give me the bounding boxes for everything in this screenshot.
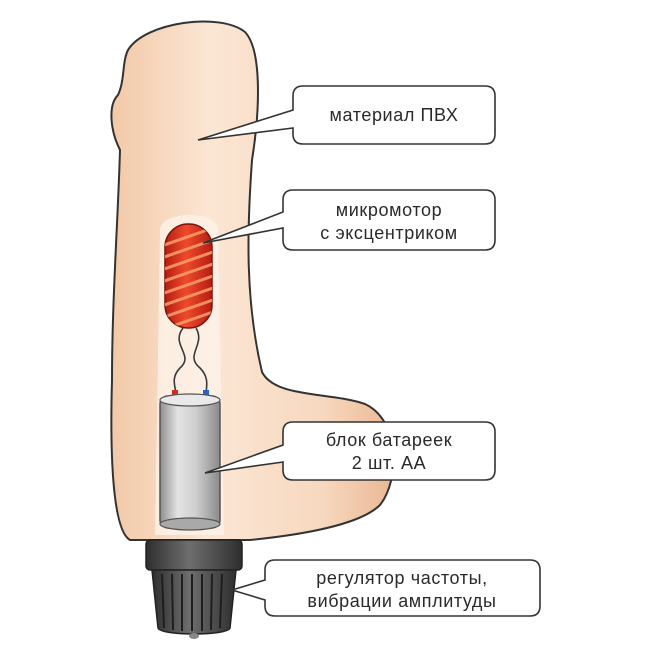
callout-battery-line-1: блок батареек	[326, 430, 452, 450]
battery-block	[159, 393, 221, 531]
callout-regulator-line-2: вибрации амплитуды	[307, 591, 496, 611]
callout-battery-line-2: 2 шт. АА	[352, 453, 427, 473]
wire-terminal-left	[172, 390, 178, 396]
callout-material-line-1: материал ПВХ	[330, 105, 459, 125]
micromotor	[164, 223, 213, 329]
callout-motor-line-2: с эксцентриком	[320, 223, 458, 243]
callout-motor: микромотор с эксцентриком	[202, 189, 496, 251]
regulator-knob	[151, 569, 237, 639]
wires	[173, 327, 208, 395]
callout-motor-line-1: микромотор	[336, 200, 442, 220]
wire-terminal-right	[203, 390, 209, 396]
callout-material: материал ПВХ	[197, 85, 496, 145]
callout-regulator-line-1: регулятор частоты,	[316, 568, 488, 588]
callout-battery: блок батареек 2 шт. АА	[204, 421, 496, 481]
base-ring	[145, 539, 243, 571]
callout-regulator: регулятор частоты, вибрации амплитуды	[229, 559, 541, 617]
